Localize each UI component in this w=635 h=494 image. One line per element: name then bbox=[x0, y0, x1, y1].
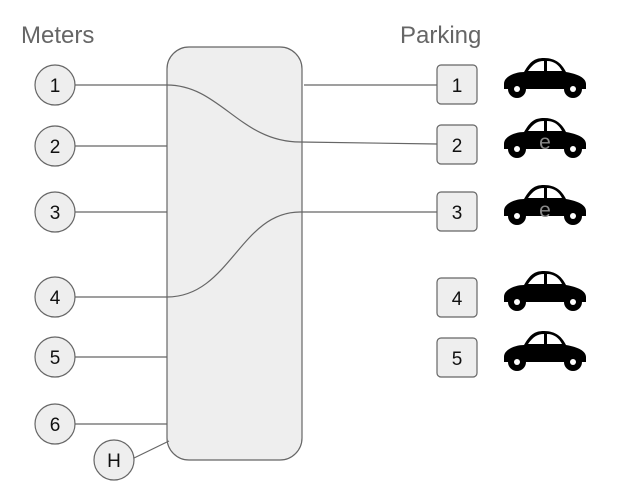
connection-meter1-space2 bbox=[166, 84, 438, 145]
electric-badge: e bbox=[539, 199, 551, 222]
space-2-label: 2 bbox=[452, 136, 463, 157]
meter-node-4[interactable]: 4 bbox=[34, 276, 76, 318]
car-icon bbox=[504, 271, 586, 311]
hub-node-label: H bbox=[107, 451, 121, 472]
car-icon bbox=[504, 58, 586, 98]
parking-space-2[interactable]: 2 bbox=[436, 124, 478, 165]
car-icon bbox=[504, 331, 586, 371]
electric-badge: e bbox=[539, 131, 551, 154]
meter-node-5[interactable]: 5 bbox=[34, 336, 76, 378]
meter-1-label: 1 bbox=[50, 76, 61, 97]
car-icon: e bbox=[504, 118, 586, 158]
meter-node-1[interactable]: 1 bbox=[34, 64, 76, 106]
space-4-label: 4 bbox=[452, 289, 463, 310]
parking-space-3[interactable]: 3 bbox=[436, 191, 478, 232]
parking-space-5[interactable]: 5 bbox=[436, 337, 478, 378]
connection-meter4-space3 bbox=[166, 211, 437, 298]
meter-5-label: 5 bbox=[50, 348, 61, 369]
meter-node-2[interactable]: 2 bbox=[34, 125, 76, 167]
parking-space-4[interactable]: 4 bbox=[436, 277, 478, 318]
space-3-label: 3 bbox=[452, 203, 463, 224]
meter-4-label: 4 bbox=[50, 288, 61, 309]
meter-6-label: 6 bbox=[50, 415, 61, 436]
parking-space-1[interactable]: 1 bbox=[436, 64, 478, 105]
meter-node-3[interactable]: 3 bbox=[34, 191, 76, 233]
central-hub-box bbox=[166, 46, 303, 461]
meter-node-6[interactable]: 6 bbox=[34, 403, 76, 445]
meter-2-label: 2 bbox=[50, 137, 61, 158]
meter-3-label: 3 bbox=[50, 203, 61, 224]
space-5-label: 5 bbox=[452, 349, 463, 370]
hub-node-h[interactable]: H bbox=[93, 439, 135, 481]
meters-heading: Meters bbox=[21, 22, 94, 49]
car-icon: e bbox=[504, 185, 586, 225]
parking-heading: Parking bbox=[400, 22, 481, 49]
space-1-label: 1 bbox=[452, 76, 463, 97]
hub-node-wire bbox=[131, 440, 170, 460]
